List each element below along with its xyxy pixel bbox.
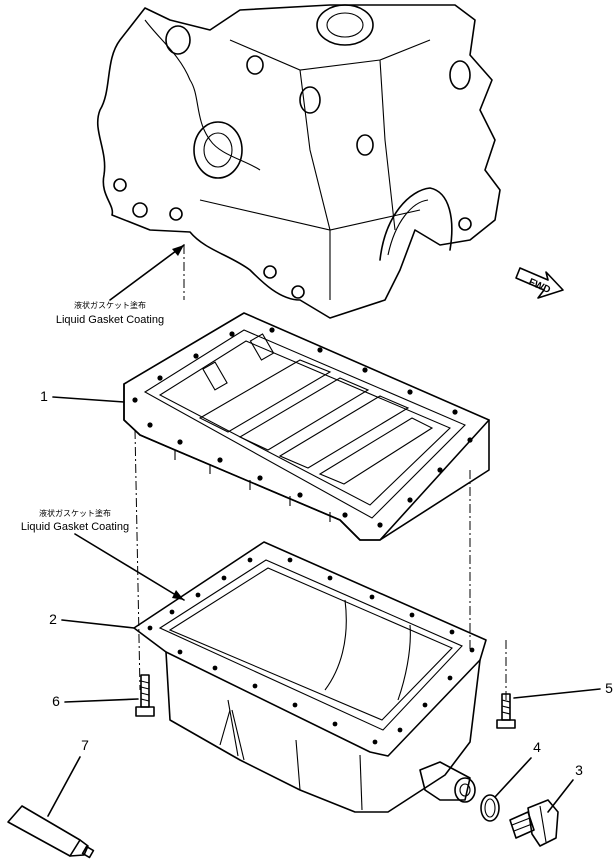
svg-text:5: 5 — [605, 680, 613, 696]
callout-5: 5 — [513, 680, 613, 699]
sealant-tube — [7, 805, 95, 859]
coating-note-top-en: Liquid Gasket Coating — [56, 314, 164, 326]
callout-4: 4 — [494, 739, 541, 798]
engine-block — [96, 4, 501, 319]
svg-text:4: 4 — [533, 739, 541, 755]
stiffener-plate — [123, 312, 490, 541]
svg-text:2: 2 — [49, 611, 57, 627]
callout-6: 6 — [52, 693, 139, 709]
svg-text:6: 6 — [52, 693, 60, 709]
svg-text:1: 1 — [40, 388, 48, 404]
callout-7: 7 — [47, 737, 89, 817]
svg-text:3: 3 — [575, 762, 583, 778]
oil-pan — [133, 541, 487, 813]
bolt-5 — [496, 693, 516, 729]
drain-plug — [509, 799, 559, 847]
callout-3: 3 — [547, 762, 583, 813]
fwd-arrow-icon: FWD — [515, 267, 564, 299]
callout-1: 1 — [40, 388, 125, 404]
coating-note-mid-en: Liquid Gasket Coating — [21, 521, 129, 533]
svg-text:7: 7 — [81, 737, 89, 753]
bolt-6 — [135, 674, 155, 717]
coating-note-mid-jp: 液状ガスケット塗布 — [39, 508, 111, 518]
callout-2: 2 — [49, 611, 135, 629]
coating-note-top-jp: 液状ガスケット塗布 — [74, 300, 146, 310]
o-ring — [480, 794, 500, 822]
